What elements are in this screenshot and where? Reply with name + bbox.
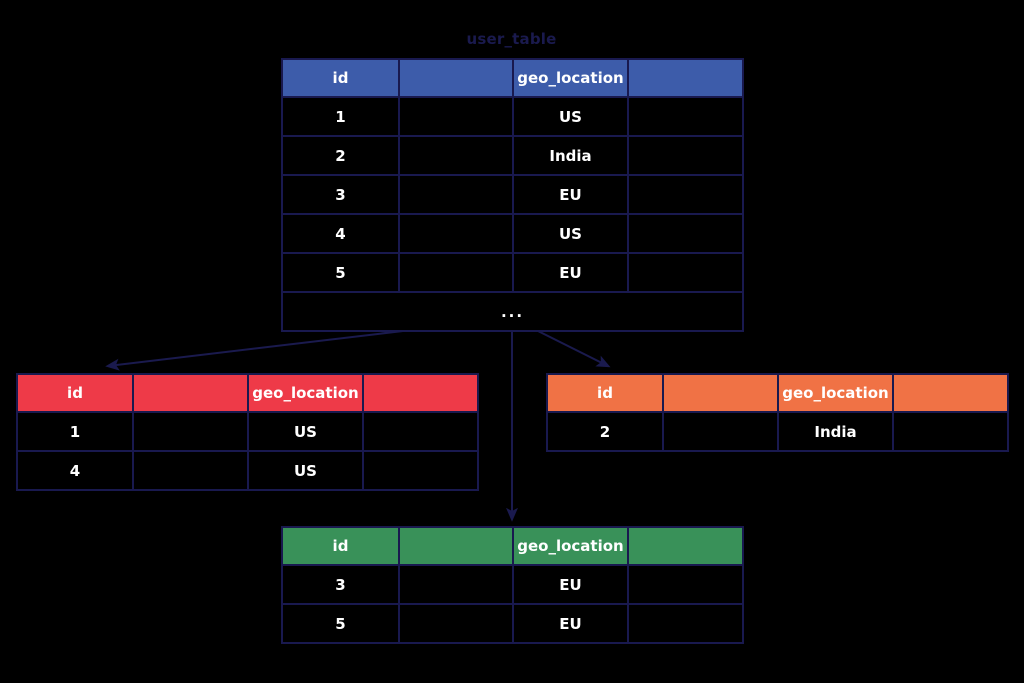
cell-geo: EU [512, 252, 629, 293]
table-row: 4 US [16, 450, 479, 491]
column-header-id: id [281, 58, 400, 98]
cell-id: 4 [281, 213, 400, 254]
column-header-blank-2 [627, 58, 744, 98]
table-row: 3 EU [281, 174, 744, 215]
cell-blank1 [132, 450, 249, 491]
column-header-blank-1 [398, 526, 514, 566]
table-row: 2 India [546, 411, 1009, 452]
table-row: 4 US [281, 213, 744, 254]
table-row: 5 EU [281, 603, 744, 644]
cell-blank2 [362, 450, 479, 491]
table-header-row: id geo_location [281, 58, 744, 98]
column-header-geo-location: geo_location [247, 373, 364, 413]
cell-blank2 [627, 135, 744, 176]
column-header-blank-2 [362, 373, 479, 413]
column-header-blank-2 [892, 373, 1009, 413]
cell-id: 4 [16, 450, 134, 491]
cell-blank1 [398, 603, 514, 644]
eu-shard-table: id geo_location 3 EU 5 EU [281, 526, 744, 644]
cell-id: 3 [281, 564, 400, 605]
cell-blank2 [362, 411, 479, 452]
user-table: id geo_location 1 US 2 India 3 [281, 58, 744, 332]
us-shard-table: id geo_location 1 US 4 US [16, 373, 479, 491]
cell-geo: India [777, 411, 894, 452]
cell-geo: EU [512, 174, 629, 215]
table-ellipsis-row: ... [281, 291, 744, 332]
cell-blank1 [398, 174, 514, 215]
cell-id: 1 [281, 96, 400, 137]
column-header-id: id [281, 526, 400, 566]
cell-blank2 [627, 564, 744, 605]
cell-blank1 [398, 213, 514, 254]
column-header-geo-location: geo_location [512, 58, 629, 98]
main-table-title: user_table [466, 30, 557, 48]
cell-blank1 [398, 252, 514, 293]
cell-blank1 [398, 96, 514, 137]
table-row: 5 EU [281, 252, 744, 293]
cell-geo: US [512, 96, 629, 137]
cell-blank2 [627, 603, 744, 644]
cell-blank1 [132, 411, 249, 452]
cell-geo: India [512, 135, 629, 176]
column-header-blank-1 [662, 373, 779, 413]
cell-blank2 [627, 252, 744, 293]
cell-blank2 [627, 174, 744, 215]
cell-blank1 [662, 411, 779, 452]
cell-geo: US [512, 213, 629, 254]
table-header-row: id geo_location [546, 373, 1009, 413]
cell-id: 5 [281, 252, 400, 293]
column-header-id: id [16, 373, 134, 413]
column-header-id: id [546, 373, 664, 413]
table-row: 1 US [16, 411, 479, 452]
column-header-blank-1 [398, 58, 514, 98]
cell-geo: EU [512, 603, 629, 644]
cell-id: 2 [281, 135, 400, 176]
cell-id: 1 [16, 411, 134, 452]
cell-geo: US [247, 411, 364, 452]
cell-blank2 [627, 96, 744, 137]
table-header-row: id geo_location [281, 526, 744, 566]
table-row: 3 EU [281, 564, 744, 605]
india-shard-table: id geo_location 2 India [546, 373, 1009, 452]
cell-blank2 [892, 411, 1009, 452]
cell-blank1 [398, 564, 514, 605]
column-header-blank-1 [132, 373, 249, 413]
table-header-row: id geo_location [16, 373, 479, 413]
cell-id: 5 [281, 603, 400, 644]
cell-geo: EU [512, 564, 629, 605]
cell-id: 3 [281, 174, 400, 215]
cell-blank2 [627, 213, 744, 254]
cell-id: 2 [546, 411, 664, 452]
column-header-geo-location: geo_location [512, 526, 629, 566]
table-row: 2 India [281, 135, 744, 176]
cell-geo: US [247, 450, 364, 491]
cell-blank1 [398, 135, 514, 176]
ellipsis-cell: ... [281, 291, 744, 332]
table-row: 1 US [281, 96, 744, 137]
column-header-blank-2 [627, 526, 744, 566]
column-header-geo-location: geo_location [777, 373, 894, 413]
